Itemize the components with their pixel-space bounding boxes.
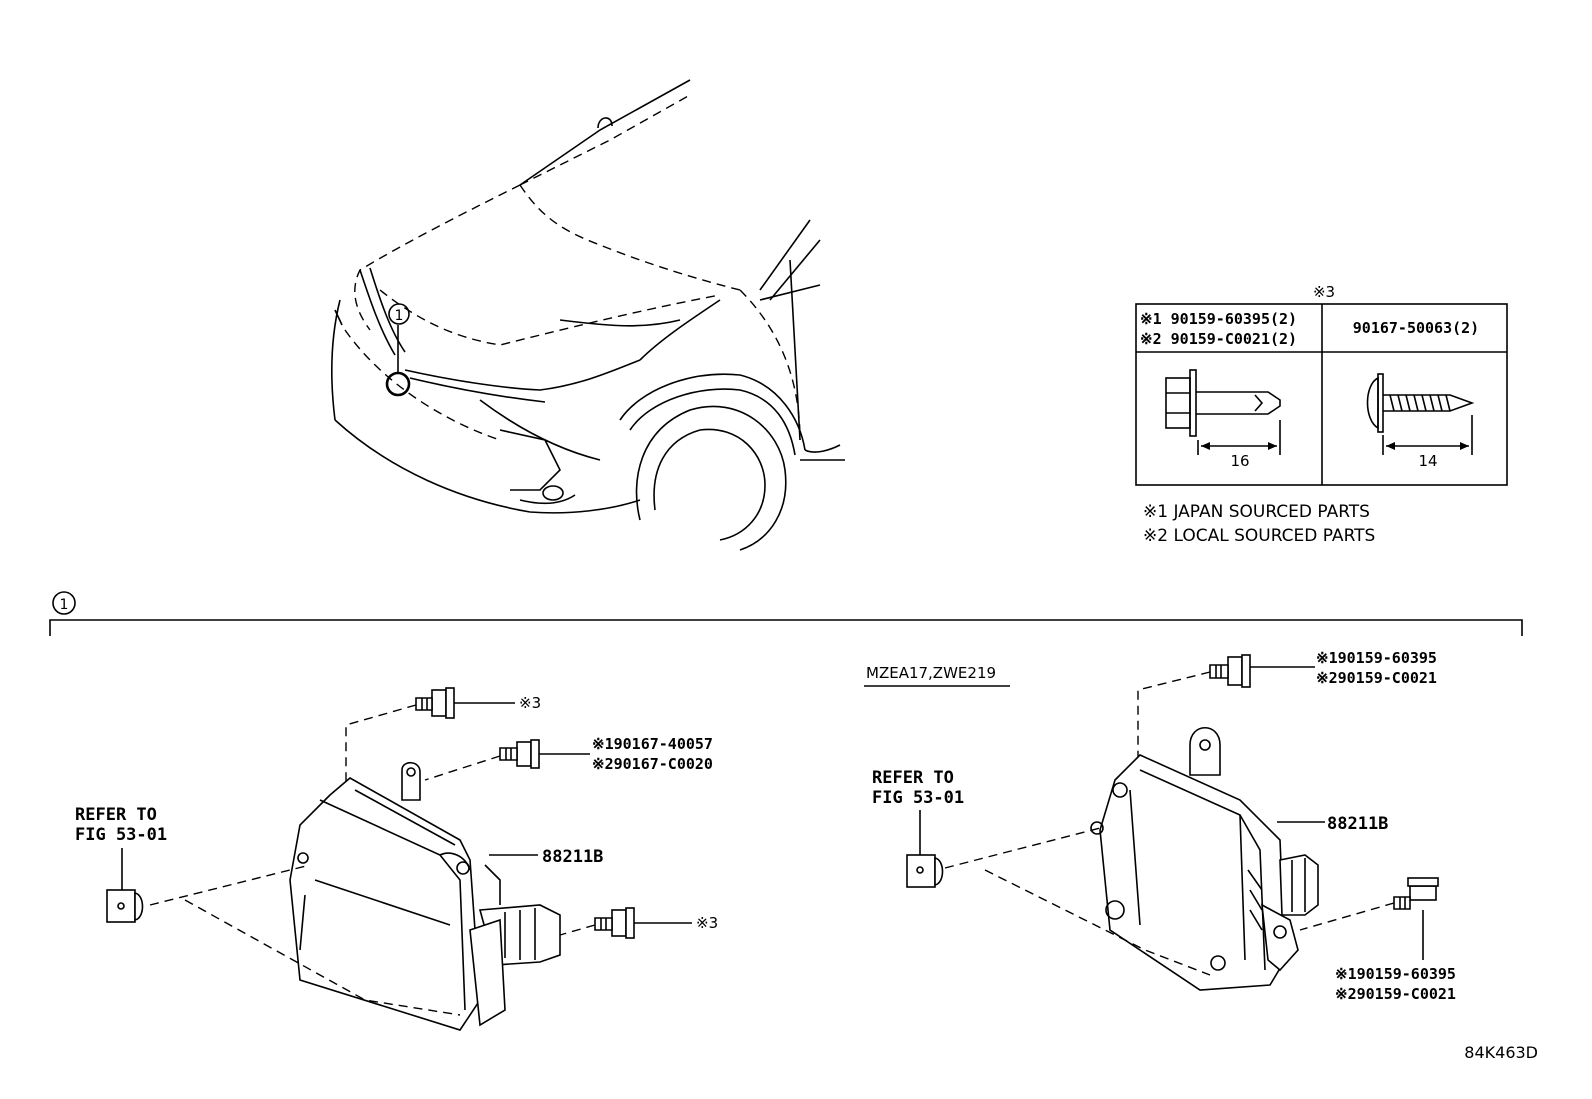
model-variant-label: MZEA17,ZWE219 — [866, 664, 996, 682]
dimension-1: 16 — [1230, 452, 1249, 470]
right-clip-nut: REFER TO FIG 53-01 — [872, 768, 964, 888]
right-refer-fig: FIG 53-01 — [872, 788, 964, 808]
right-radar-sensor — [1090, 727, 1319, 991]
left-radar-sensor — [289, 761, 561, 1031]
note-local-sourced: ※2 LOCAL SOURCED PARTS — [1143, 526, 1375, 546]
note-japan-sourced: ※1 JAPAN SOURCED PARTS — [1143, 502, 1370, 522]
left-low-bolt-ref: ※3 — [696, 914, 718, 932]
figure-code: 84K463D — [1464, 1043, 1538, 1062]
callout-number-section: 1 — [60, 597, 69, 613]
right-low-bolt: ※190159-60395 ※290159-C0021 — [1335, 877, 1456, 1003]
table-ref-mark: ※3 — [1313, 283, 1335, 301]
table-part-2: ※2 90159-C0021(2) — [1140, 330, 1297, 348]
left-clip-nut: REFER TO FIG 53-01 — [75, 805, 167, 923]
right-low-bolt-part-1: ※190159-60395 — [1335, 965, 1456, 983]
right-low-bolt-part-2: ※290159-C0021 — [1335, 985, 1456, 1003]
left-mid-bolt-part-2: ※290167-C0020 — [592, 755, 713, 773]
callout-number-top: 1 — [395, 308, 404, 324]
left-top-bolt: ※3 — [415, 687, 541, 719]
left-assembly: ※3 ※190167-40057 ※290167-C0020 — [75, 687, 718, 1031]
left-low-bolt: ※3 — [594, 907, 718, 939]
car-front-illustration: 1 — [330, 79, 845, 551]
hardware-table: ※3 ※1 90159-60395(2) ※2 90159-C0021(2) 9… — [1135, 283, 1508, 546]
right-top-bolt: ※190159-60395 ※290159-C0021 — [1209, 649, 1437, 688]
tapping-screw-drawing: 14 — [1366, 373, 1475, 470]
left-part-number: 88211B — [542, 847, 603, 867]
left-mid-bolt: ※190167-40057 ※290167-C0020 — [499, 735, 713, 773]
sensor-location-marker — [385, 371, 411, 397]
callout-circle-section — [52, 591, 76, 615]
right-refer-to: REFER TO — [872, 768, 954, 788]
right-assembly: MZEA17,ZWE219 ※190159-60395 ※290159-C002… — [864, 649, 1456, 1003]
table-part-3: 90167-50063(2) — [1353, 319, 1479, 337]
right-top-bolt-part-2: ※290159-C0021 — [1316, 669, 1437, 687]
callout-circle-top — [388, 303, 410, 325]
right-top-bolt-part-1: ※190159-60395 — [1316, 649, 1437, 667]
left-mid-bolt-part-1: ※190167-40057 — [592, 735, 713, 753]
dimension-2: 14 — [1418, 452, 1437, 470]
section-bracket: 1 — [49, 591, 1523, 636]
right-part-number: 88211B — [1327, 814, 1388, 834]
table-part-1: ※1 90159-60395(2) — [1140, 310, 1297, 328]
hex-bolt-drawing: 16 — [1165, 369, 1281, 470]
left-top-bolt-ref: ※3 — [519, 694, 541, 712]
left-refer-to: REFER TO — [75, 805, 157, 825]
left-refer-fig: FIG 53-01 — [75, 825, 167, 845]
